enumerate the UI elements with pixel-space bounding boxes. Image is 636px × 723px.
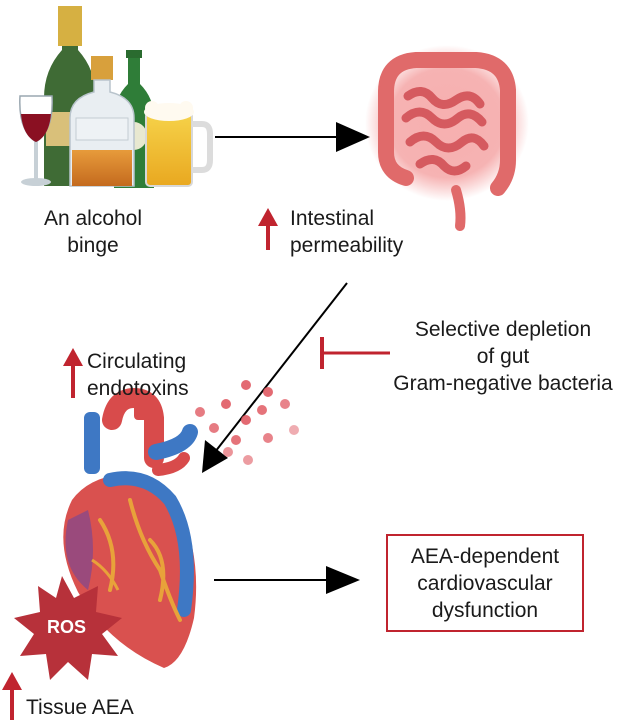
label-line: Circulating xyxy=(87,350,187,373)
label-line: endotoxins xyxy=(87,377,189,400)
label-line: permeability xyxy=(290,234,404,257)
label-intestinal-permeability: Intestinal permeability xyxy=(290,205,403,259)
arrow-gut-to-heart xyxy=(202,282,348,473)
label-line: cardiovascular xyxy=(417,571,553,595)
label-line: An alcohol xyxy=(43,207,143,230)
label-line: Selective depletion xyxy=(414,318,592,341)
up-arrow-icon xyxy=(258,208,278,250)
label-line: Intestinal xyxy=(290,207,375,230)
label-line: dysfunction xyxy=(431,598,539,622)
label-selective-depletion: Selective depletion of gut Gram-negative… xyxy=(380,316,626,397)
inhibition-line xyxy=(320,337,390,369)
label-alcohol-binge: An alcohol binge xyxy=(38,205,148,259)
label-line: binge xyxy=(67,234,119,257)
aea-dysfunction-box: AEA-dependent cardiovascular dysfunction xyxy=(386,534,584,632)
intestine-icon xyxy=(365,45,529,231)
ros-star-icon xyxy=(14,576,122,680)
arrow-heart-to-dysfunction xyxy=(214,566,360,594)
up-arrow-icon xyxy=(63,348,83,398)
alcohol-bottles-icon xyxy=(19,6,213,188)
heart-icon xyxy=(63,387,198,668)
label-line: AEA-dependent xyxy=(410,544,560,568)
arrow-binge-to-gut xyxy=(215,122,370,152)
ros-label: ROS xyxy=(47,617,87,637)
label-line: of gut xyxy=(476,345,530,368)
label-line: Gram-negative bacteria xyxy=(393,372,613,395)
up-arrow-icon xyxy=(2,672,22,720)
label-circulating-endotoxins: Circulating endotoxins xyxy=(87,348,189,402)
endotoxin-dots-icon xyxy=(195,380,299,465)
label-tissue-aea: Tissue AEA xyxy=(26,696,134,719)
